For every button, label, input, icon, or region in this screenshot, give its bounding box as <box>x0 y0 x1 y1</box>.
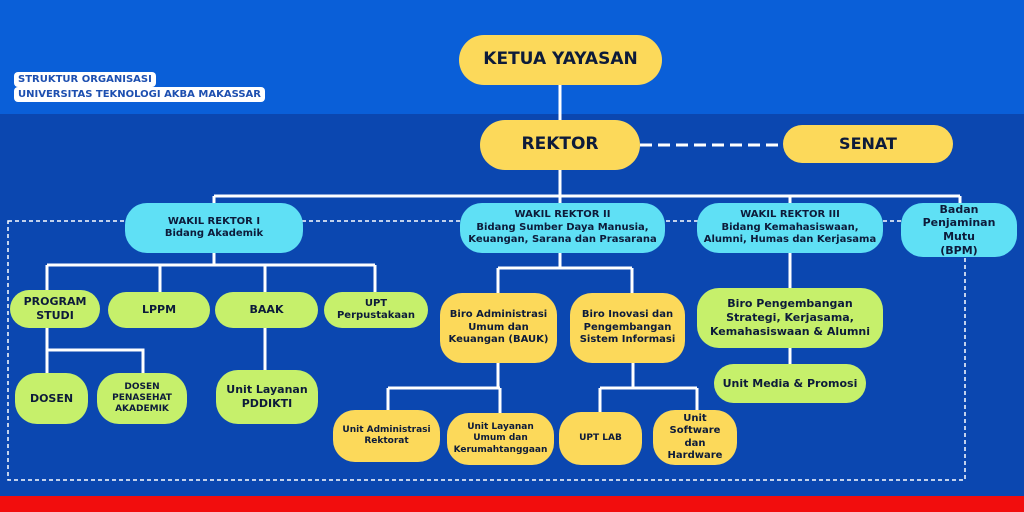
node-program-studi: PROGRAM STUDI <box>10 290 100 328</box>
title-line-2: UNIVERSITAS TEKNOLOGI AKBA MAKASSAR <box>14 87 265 102</box>
node-wakil-rektor-2: WAKIL REKTOR II Bidang Sumber Daya Manus… <box>460 203 665 253</box>
title-line-1: STRUKTUR ORGANISASI <box>14 72 156 87</box>
node-senat: SENAT <box>783 125 953 163</box>
node-unit-software: Unit Software dan Hardware <box>653 410 737 465</box>
node-unit-layanan-umum: Unit Layanan Umum dan Kerumahtanggaan <box>447 413 554 465</box>
node-baak: BAAK <box>215 292 318 328</box>
node-dosen: DOSEN <box>15 373 88 424</box>
node-ketua-yayasan: KETUA YAYASAN <box>459 35 662 85</box>
chart-title: STRUKTUR ORGANISASI UNIVERSITAS TEKNOLOG… <box>14 72 265 102</box>
node-biro-pengembangan: Biro Pengembangan Strategi, Kerjasama, K… <box>697 288 883 348</box>
node-bpm: Badan Penjaminan Mutu (BPM) <box>901 203 1017 257</box>
node-lppm: LPPM <box>108 292 210 328</box>
node-rektor: REKTOR <box>480 120 640 170</box>
node-biro-bauk: Biro Administrasi Umum dan Keuangan (BAU… <box>440 293 557 363</box>
node-biro-inovasi: Biro Inovasi dan Pengembangan Sistem Inf… <box>570 293 685 363</box>
node-upt-lab: UPT LAB <box>559 412 642 465</box>
node-wakil-rektor-1: WAKIL REKTOR I Bidang Akademik <box>125 203 303 253</box>
footer-strip <box>0 496 1024 512</box>
node-unit-pddikti: Unit Layanan PDDIKTI <box>216 370 318 424</box>
node-wakil-rektor-3: WAKIL REKTOR III Bidang Kemahasiswaan, A… <box>697 203 883 253</box>
node-upt-perpustakaan: UPT Perpustakaan <box>324 292 428 328</box>
node-dosen-pa: DOSEN PENASEHAT AKADEMIK <box>97 373 187 424</box>
node-unit-media-promosi: Unit Media & Promosi <box>714 364 866 403</box>
node-unit-rektorat: Unit Administrasi Rektorat <box>333 410 440 462</box>
